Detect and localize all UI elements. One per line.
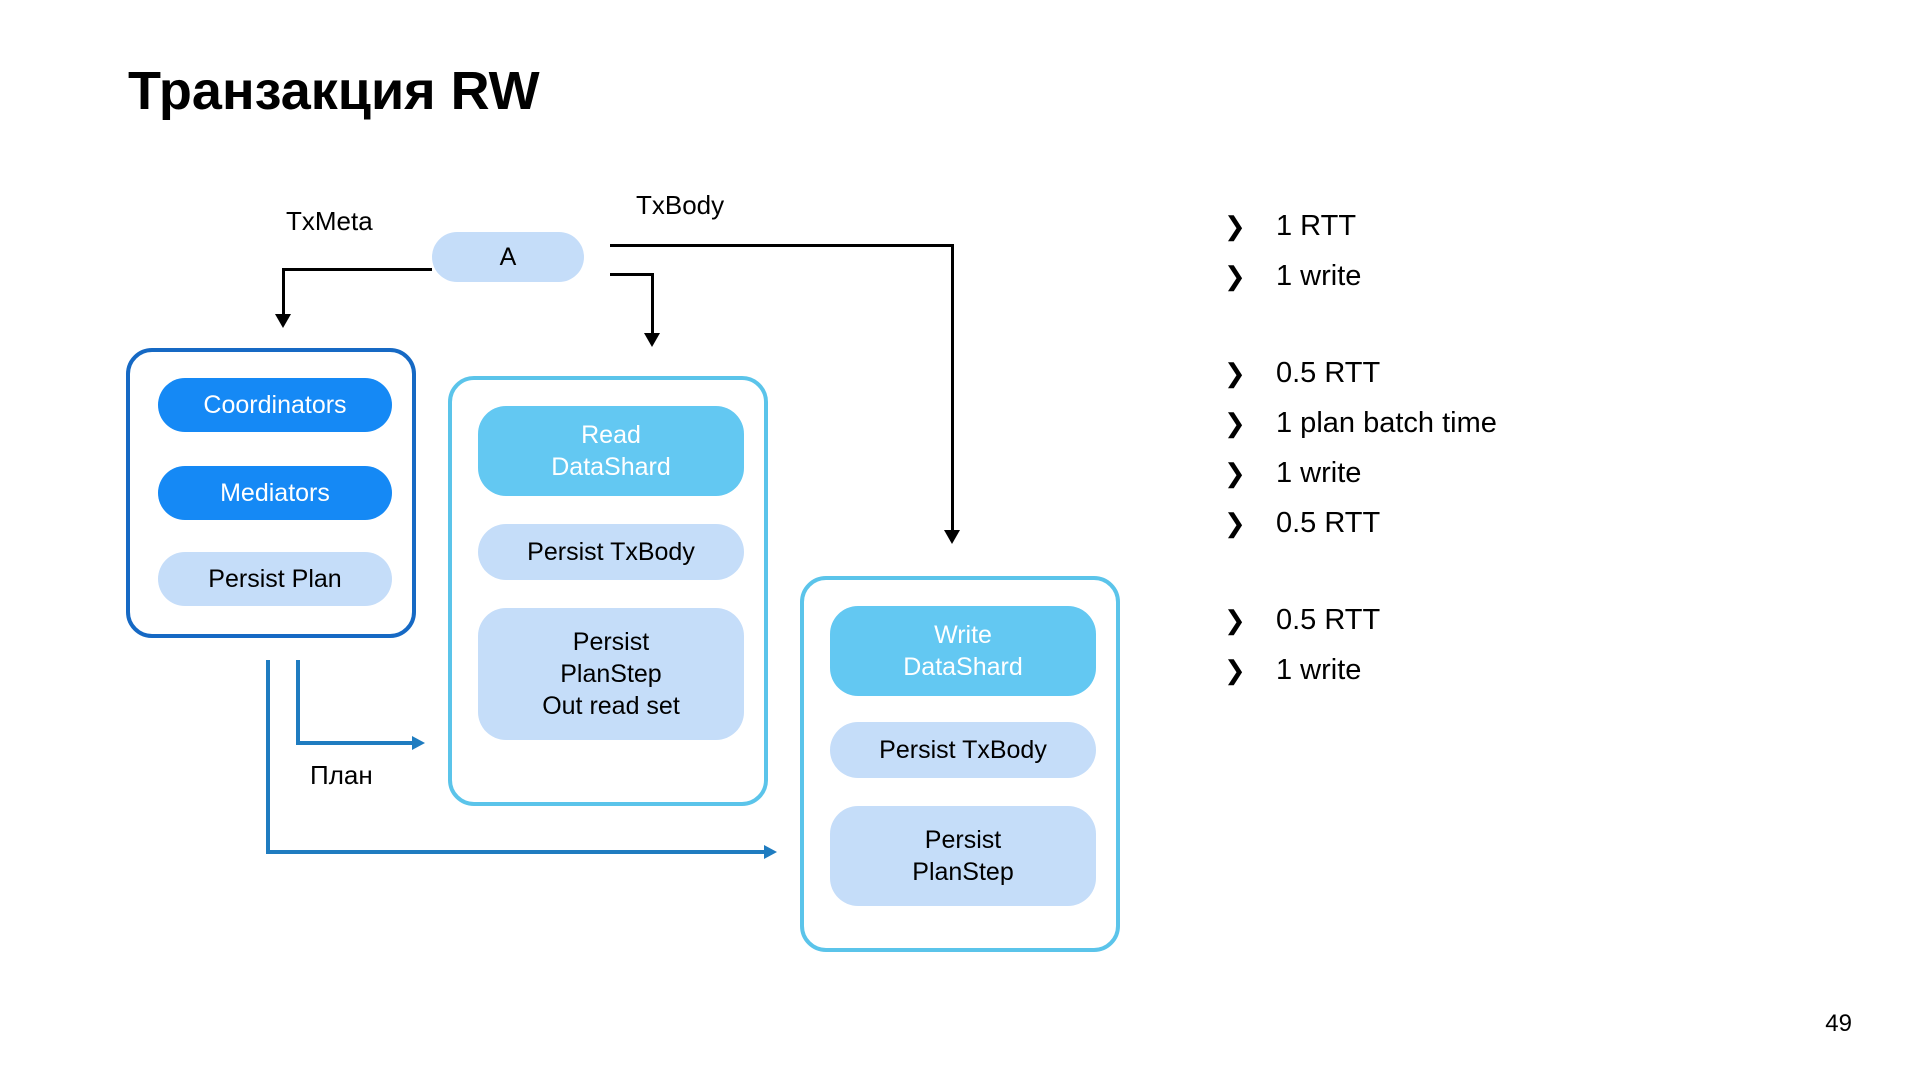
cost-item-label: 0.5 RTT — [1276, 357, 1381, 389]
cost-list: ❯ 1 RTT ❯ 1 write ❯ 0.5 RTT ❯ 1 plan bat… — [1224, 210, 1497, 704]
chevron-right-icon: ❯ — [1224, 458, 1246, 488]
chevron-right-icon: ❯ — [1224, 508, 1246, 538]
connector-plan-long-horizontal — [266, 850, 766, 854]
cost-item-label: 1 write — [1276, 260, 1362, 292]
connector-plan-long-vertical — [266, 660, 270, 854]
actor-node-a[interactable]: A — [432, 232, 584, 282]
read-datashard-group: Read DataShard Persist TxBody Persist Pl… — [448, 376, 768, 806]
node-mediators[interactable]: Mediators — [158, 466, 392, 520]
chevron-right-icon: ❯ — [1224, 261, 1246, 291]
arrowhead-txmeta-down — [275, 314, 291, 328]
connector-txbody-horizontal — [610, 244, 954, 247]
node-read-persist-planstep[interactable]: Persist PlanStep Out read set — [478, 608, 744, 740]
arrowhead-plan-short-right — [412, 736, 425, 750]
chevron-right-icon: ❯ — [1224, 605, 1246, 635]
cost-item: ❯ 1 write — [1224, 654, 1497, 704]
node-write-datashard-label: Write DataShard — [903, 621, 1023, 681]
cost-item-label: 0.5 RTT — [1276, 507, 1381, 539]
cost-item-label: 1 write — [1276, 457, 1362, 489]
cost-item: ❯ 0.5 RTT — [1224, 507, 1497, 557]
connector-txmeta-horizontal — [282, 268, 432, 271]
cost-item: ❯ 1 write — [1224, 457, 1497, 507]
cost-item: ❯ 0.5 RTT — [1224, 357, 1497, 407]
node-read-persist-planstep-label: Persist PlanStep Out read set — [542, 628, 680, 720]
connector-txbody-right-vertical — [951, 244, 954, 532]
arrowhead-txbody-branch-down — [644, 333, 660, 347]
cost-item-label: 1 plan batch time — [1276, 407, 1497, 439]
edge-label-plan: План — [310, 760, 373, 790]
edge-label-txmeta: TxMeta — [286, 206, 373, 236]
node-coordinators[interactable]: Coordinators — [158, 378, 392, 432]
connector-txbody-branch-horizontal — [610, 273, 654, 276]
node-write-persist-planstep-label: Persist PlanStep — [912, 826, 1014, 886]
node-read-datashard[interactable]: Read DataShard — [478, 406, 744, 496]
cost-item: ❯ 1 write — [1224, 260, 1497, 310]
node-write-persist-txbody[interactable]: Persist TxBody — [830, 722, 1096, 778]
chevron-right-icon: ❯ — [1224, 655, 1246, 685]
connector-plan-short-vertical — [296, 660, 300, 745]
connector-txbody-branch-vertical — [651, 273, 654, 335]
arrowhead-txbody-right-down — [944, 530, 960, 544]
page-number: 49 — [1825, 1010, 1852, 1037]
chevron-right-icon: ❯ — [1224, 408, 1246, 438]
cost-item-label: 0.5 RTT — [1276, 604, 1381, 636]
cost-item-label: 1 write — [1276, 654, 1362, 686]
edge-label-txbody: TxBody — [636, 190, 725, 220]
node-persist-plan[interactable]: Persist Plan — [158, 552, 392, 606]
cost-item: ❯ 1 plan batch time — [1224, 407, 1497, 457]
page-title: Транзакция RW — [128, 61, 540, 121]
cost-item-label: 1 RTT — [1276, 210, 1357, 242]
write-datashard-group: Write DataShard Persist TxBody Persist P… — [800, 576, 1120, 952]
node-write-datashard[interactable]: Write DataShard — [830, 606, 1096, 696]
chevron-right-icon: ❯ — [1224, 358, 1246, 388]
cost-item: ❯ 0.5 RTT — [1224, 604, 1497, 654]
connector-plan-short-horizontal — [296, 741, 414, 745]
connector-txmeta-vertical — [282, 268, 285, 316]
node-read-datashard-label: Read DataShard — [551, 421, 671, 481]
arrowhead-plan-long-right — [764, 845, 777, 859]
chevron-right-icon: ❯ — [1224, 211, 1246, 241]
cost-item: ❯ 1 RTT — [1224, 210, 1497, 260]
coordinator-group: Coordinators Mediators Persist Plan — [126, 348, 416, 638]
node-read-persist-txbody[interactable]: Persist TxBody — [478, 524, 744, 580]
node-write-persist-planstep[interactable]: Persist PlanStep — [830, 806, 1096, 906]
